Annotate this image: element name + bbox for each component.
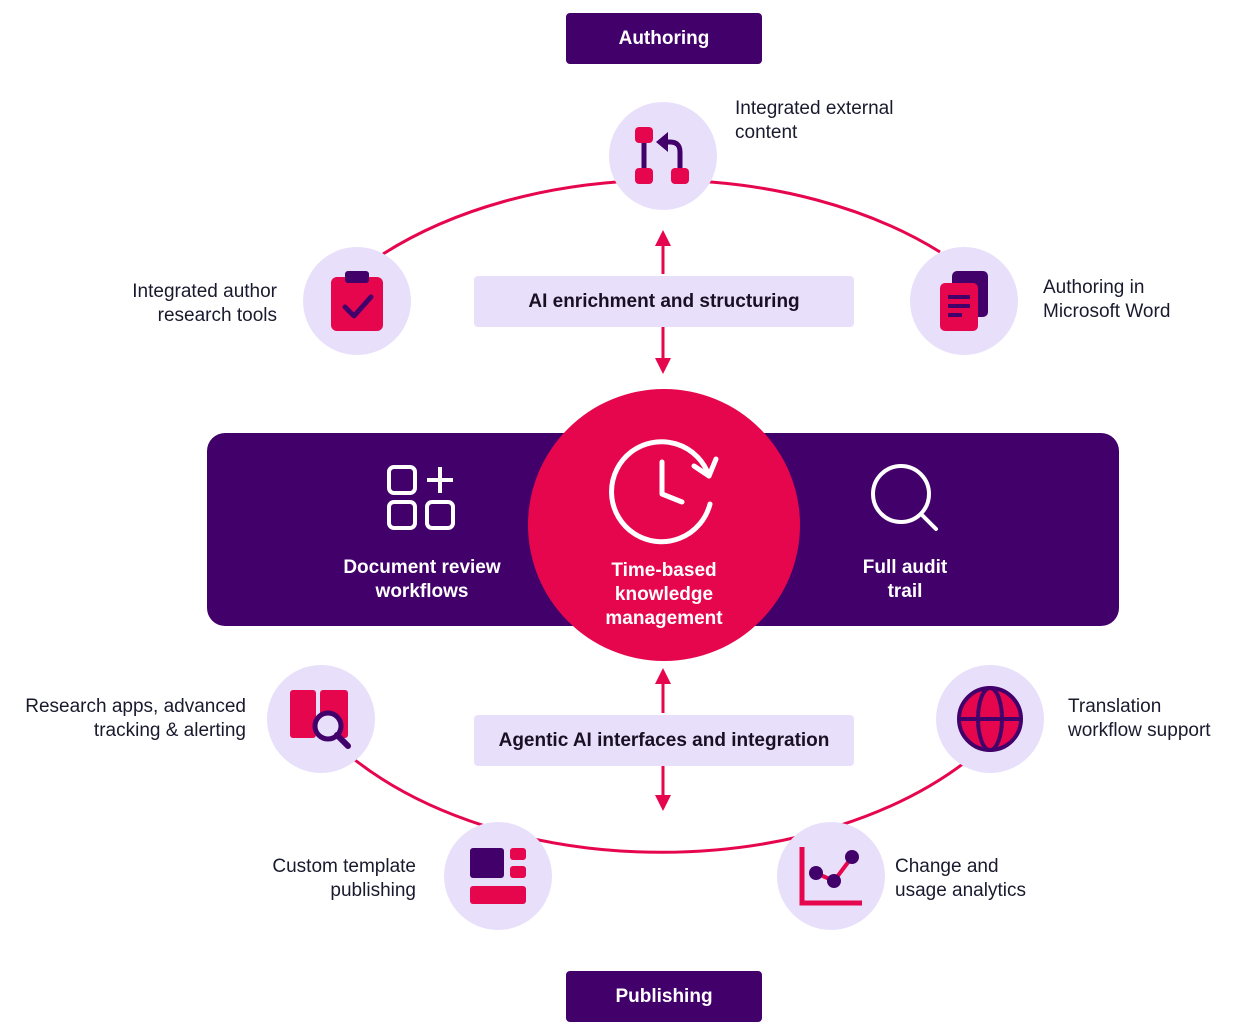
translation-label: Translation workflow support [1068, 696, 1211, 741]
analytics-label: Change and usage analytics [895, 856, 1026, 901]
authoring-phase-badge: Authoring [566, 13, 762, 64]
magnifier-icon [870, 463, 942, 540]
translation-node [936, 665, 1044, 773]
document-review-label: Document review workflows [343, 557, 501, 602]
microsoft-word-node [910, 247, 1018, 355]
microsoft-word-label: Authoring in Microsoft Word [1043, 277, 1171, 322]
book-search-icon [290, 690, 351, 749]
upper-arrow [655, 230, 671, 374]
author-research-label: Integrated author research tools [132, 281, 277, 326]
external-content-label: Integrated external content [735, 98, 894, 143]
time-based-knowledge-circle [528, 389, 800, 661]
analytics-node [777, 822, 885, 930]
external-content-node [609, 102, 717, 210]
agentic-ai-label: Agentic AI interfaces and integration [474, 715, 854, 766]
time-based-label: Time-based knowledge management [605, 560, 723, 629]
lower-arrow [655, 668, 671, 811]
research-apps-label: Research apps, advanced tracking & alert… [25, 696, 246, 741]
layout-template-icon [470, 848, 526, 904]
author-research-node [303, 247, 411, 355]
custom-template-node [444, 822, 552, 930]
ai-enrichment-label: AI enrichment and structuring [474, 276, 854, 327]
line-chart-icon [799, 847, 862, 906]
clock-refresh-icon [606, 432, 722, 553]
clipboard-check-icon [331, 271, 383, 331]
branch-arrows-icon [635, 127, 689, 184]
research-apps-node [267, 665, 375, 773]
custom-template-label: Custom template publishing [272, 856, 416, 901]
documents-icon [940, 271, 988, 331]
globe-icon [957, 686, 1023, 752]
publishing-phase-badge: Publishing [566, 971, 762, 1022]
publishing-arc [354, 758, 969, 854]
audit-trail-label: Full audit trail [862, 557, 948, 602]
apps-grid-plus-icon [386, 464, 458, 537]
